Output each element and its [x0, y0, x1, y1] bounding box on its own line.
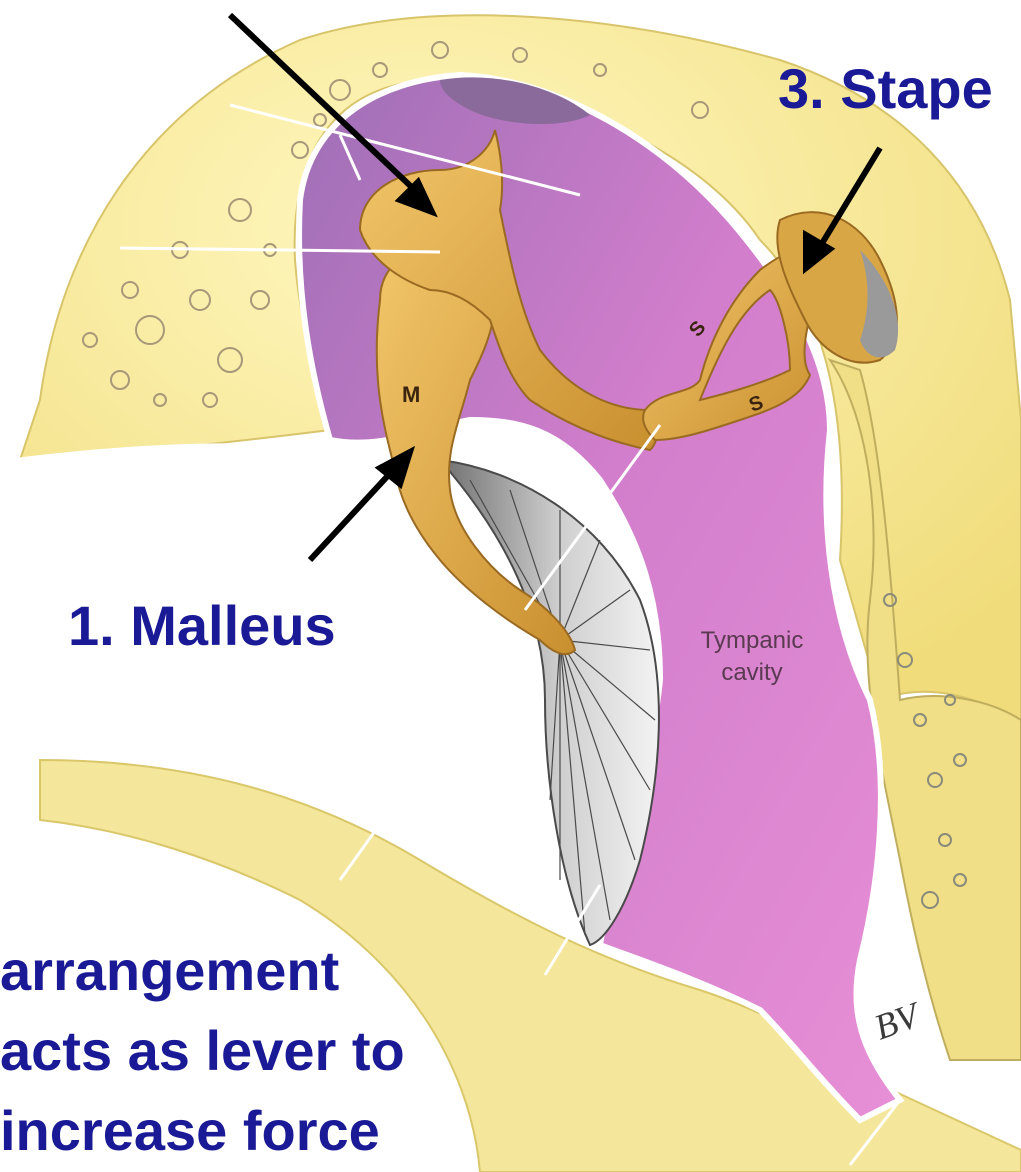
caption-line-3: increase force: [0, 1099, 380, 1162]
tympanic-cavity-label-line2: cavity: [721, 659, 782, 686]
tympanic-cavity-label-line1: Tympanic: [701, 627, 804, 654]
caption-line-2: acts as lever to: [0, 1019, 405, 1082]
caption-line-1: arrangement: [0, 939, 339, 1002]
stapes-label: 3. Stape: [778, 57, 993, 120]
malleus-label: 1. Malleus: [68, 594, 336, 657]
malleus-mark: M: [402, 382, 420, 407]
artist-signature: BV: [869, 994, 928, 1048]
